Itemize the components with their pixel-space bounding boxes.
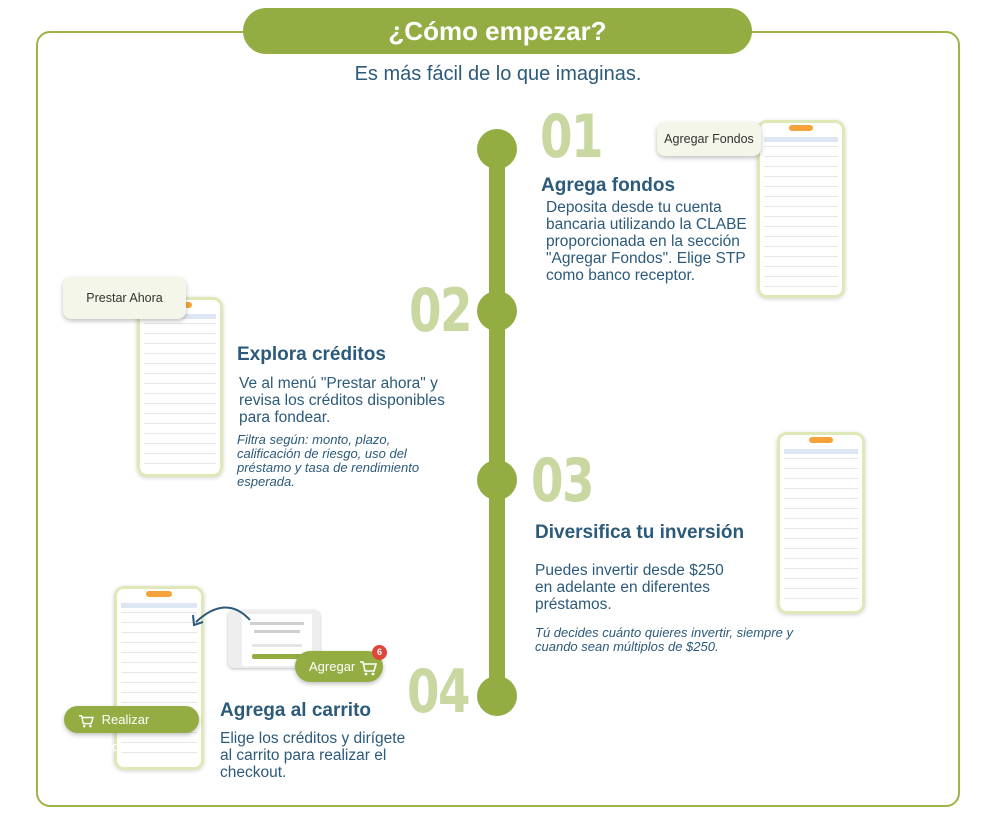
checkout-button[interactable]: Realizar checkout: [64, 706, 199, 754]
step-title-2: Explora créditos: [237, 344, 386, 365]
step-number-4: 04: [407, 657, 471, 727]
phone-mockup-cart: [114, 586, 204, 770]
phone-mockup-add-funds: [757, 120, 845, 298]
add-funds-chip[interactable]: Agregar Fondos: [657, 122, 761, 156]
step-text-2: Ve al menú "Prestar ahora" y revisa los …: [239, 375, 445, 426]
add-button-label: Agregar: [309, 659, 356, 674]
add-to-cart-popup: [228, 610, 320, 668]
phone-mockup-loans: [137, 297, 223, 477]
timeline-node-2: [477, 291, 517, 331]
curved-arrow-icon: [192, 606, 251, 627]
step-text-3: Puedes invertir desde $250 en adelante e…: [535, 562, 724, 613]
checkout-cart-icon: [79, 714, 94, 728]
phone-mockup-invest: [777, 432, 865, 614]
prestar-ahora-chip[interactable]: Prestar Ahora: [63, 277, 186, 319]
page-title: ¿Cómo empezar?: [243, 8, 752, 54]
step-number-1: 01: [540, 102, 604, 172]
step-text-1: Deposita desde tu cuenta bancaria utiliz…: [546, 199, 747, 284]
step-number-2: 02: [409, 276, 473, 346]
cart-count-badge: 6: [372, 645, 387, 660]
step-text-4: Elige los créditos y dirígete al carrito…: [220, 730, 406, 781]
timeline-node-1: [477, 129, 517, 169]
timeline-node-3: [477, 460, 517, 500]
timeline-line: [489, 145, 505, 695]
step-title-4: Agrega al carrito: [220, 700, 371, 721]
step-note-2: Filtra según: monto, plazo, calificación…: [237, 432, 420, 489]
page-subtitle: Es más fácil de lo que imaginas.: [354, 63, 642, 85]
step-number-3: 03: [531, 446, 595, 516]
checkout-label: Realizar checkout: [78, 712, 150, 754]
add-to-cart-button[interactable]: Agregar: [295, 651, 383, 682]
timeline-node-4: [477, 676, 517, 716]
step-note-3: Tú decides cuánto quieres invertir, siem…: [535, 625, 793, 654]
shopping-cart-icon: [359, 660, 377, 675]
step-title-3: Diversifica tu inversión: [535, 522, 745, 543]
step-title-1: Agrega fondos: [541, 175, 676, 196]
